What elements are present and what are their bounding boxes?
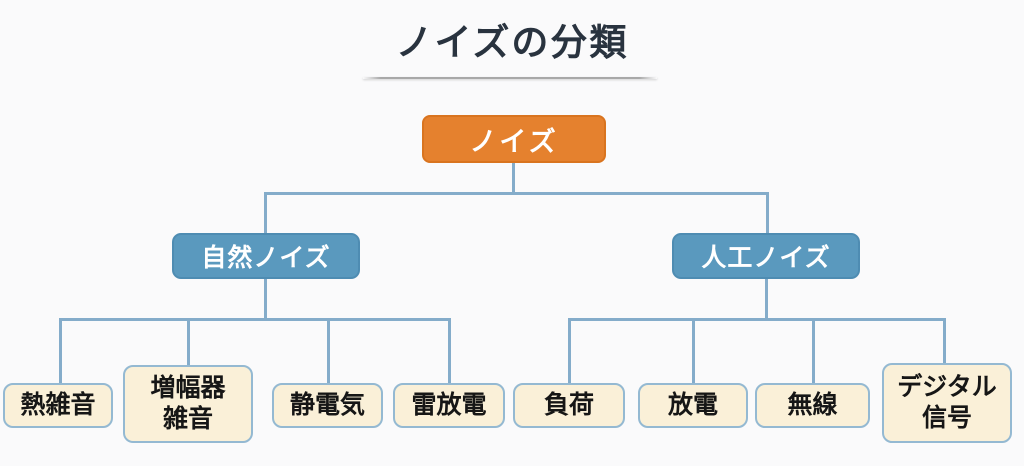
node-natural-noise: 自然ノイズ bbox=[172, 233, 360, 279]
connector-stub-thermal bbox=[59, 318, 62, 384]
connector-stub-amplifier bbox=[187, 318, 190, 366]
title-underline bbox=[363, 77, 657, 79]
node-amplifier-noise: 増幅器 雑音 bbox=[123, 365, 253, 443]
node-radio: 無線 bbox=[755, 383, 870, 428]
node-thermal-noise: 熱雑音 bbox=[3, 383, 113, 428]
node-load: 負荷 bbox=[513, 383, 625, 428]
connector-stub-discharge bbox=[692, 318, 695, 384]
node-lightning-discharge: 雷放電 bbox=[393, 383, 505, 428]
connector-left-rail bbox=[59, 318, 451, 321]
node-discharge: 放電 bbox=[638, 383, 748, 428]
connector-natural-stem bbox=[264, 279, 267, 319]
connector-drop-natural bbox=[264, 192, 267, 235]
connector-root-stem bbox=[512, 163, 515, 192]
connector-artificial-stem bbox=[765, 279, 768, 319]
page-title: ノイズの分類 bbox=[395, 22, 629, 63]
connector-right-rail bbox=[568, 318, 946, 321]
node-artificial-noise: 人工ノイズ bbox=[672, 233, 860, 279]
connector-stub-static bbox=[327, 318, 330, 384]
connector-stub-digital bbox=[943, 318, 946, 364]
node-static-electricity: 静電気 bbox=[272, 383, 383, 428]
connector-stub-lightning bbox=[448, 318, 451, 384]
connector-drop-artificial bbox=[766, 192, 769, 235]
connector-top-rail bbox=[264, 192, 769, 195]
node-digital-signal: デジタル 信号 bbox=[882, 363, 1012, 443]
node-noise-root: ノイズ bbox=[422, 115, 606, 163]
connector-stub-radio bbox=[812, 318, 815, 384]
connector-stub-load bbox=[568, 318, 571, 384]
